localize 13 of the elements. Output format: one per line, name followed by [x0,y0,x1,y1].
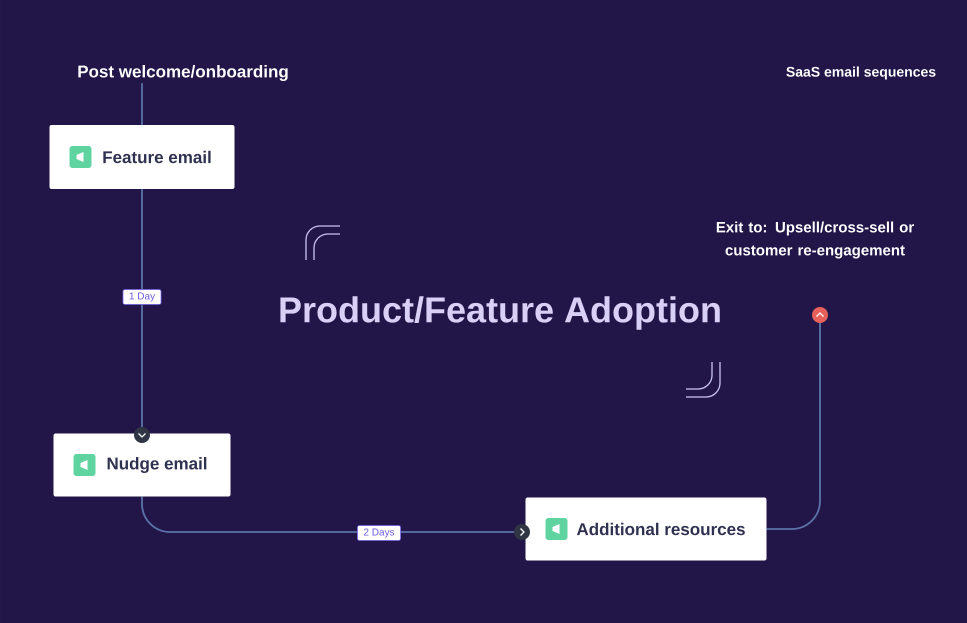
subtitle: SaaS email sequences [786,66,936,80]
title: Product/Feature Adoption [280,296,720,330]
edge-label: 1 Day [122,289,162,305]
flow-text: Post welcome/onboarding [78,65,288,81]
flow-text: Exit to: Upsell/cross-sell or customer re-engagement [716,221,914,259]
connector [141,496,530,540]
connector [766,307,828,530]
edge-label: 2 Days [357,525,401,541]
email-box: Nudge email [54,434,230,496]
connector [141,83,143,125]
email-box: Additional resources [526,498,766,560]
connector [134,189,150,443]
email-box: Feature email [50,125,234,189]
